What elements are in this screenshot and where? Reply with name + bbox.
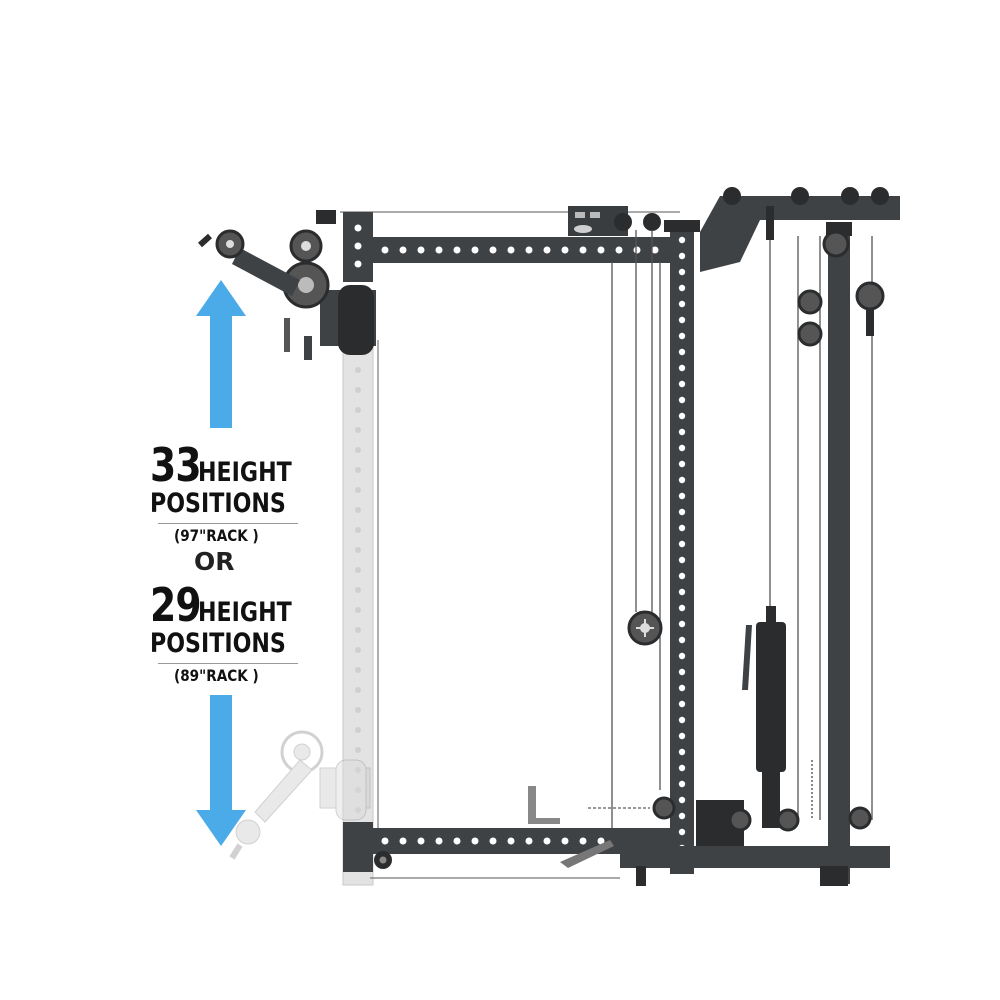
divider-line-89 (158, 663, 298, 664)
hanging-pulley (627, 610, 663, 646)
positions-label-97: POSITIONS (150, 488, 286, 519)
left-upright-top (316, 210, 373, 282)
height-count-89: 29 (150, 578, 202, 632)
callout-97-rack: 33 HEIGHT POSITIONS (97"RACK ) (150, 442, 310, 544)
left-upright-base (343, 822, 392, 872)
rack-size-97: (97"RACK ) (174, 526, 259, 545)
or-separator: OR (194, 547, 235, 576)
top-plate (568, 206, 661, 236)
rack-size-89: (89"RACK ) (174, 666, 259, 685)
right-upright (664, 220, 700, 874)
base-assembly (528, 760, 890, 886)
ghost-arm-lower (229, 730, 371, 860)
jammer-arm-upper (197, 229, 376, 360)
down-arrow-icon (196, 695, 246, 846)
up-arrow-icon (196, 280, 246, 428)
weight-stack (742, 606, 786, 828)
divider-line-97 (158, 523, 298, 524)
height-word-89: HEIGHT (198, 597, 292, 628)
ghost-upright (342, 299, 379, 886)
functional-trainer-tower (700, 187, 900, 884)
height-count-97: 33 (150, 438, 202, 492)
callout-89-rack: 29 HEIGHT POSITIONS (89"RACK ) (150, 582, 310, 684)
height-word-97: HEIGHT (198, 457, 292, 488)
positions-label-89: POSITIONS (150, 628, 286, 659)
